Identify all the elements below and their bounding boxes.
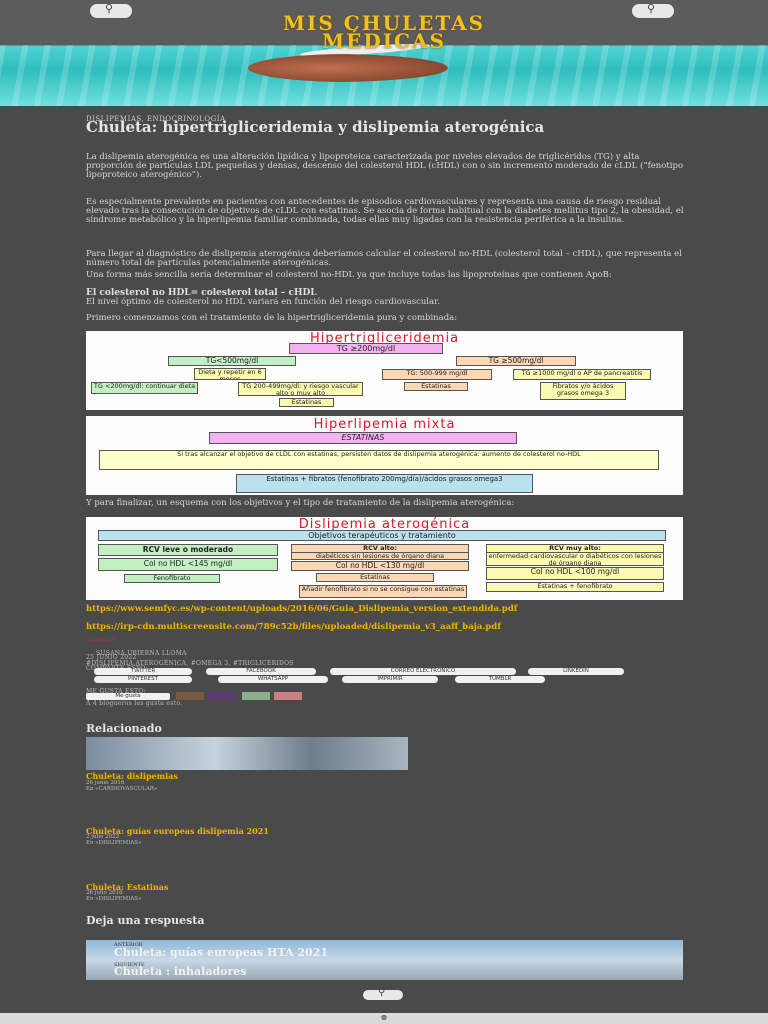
diagram2-combo: Estatinas + fibratos (fenofibrato 200mg/… [236,474,533,493]
paragraph-6: Primero comenzamos con el tratamiento de… [86,313,458,323]
post-date: 25 JUNIO 2022 [86,654,137,661]
paragraph-2: Es especialmente prevalente en pacientes… [86,197,684,225]
share-twitter-button[interactable]: TWITTER [94,668,192,675]
share-linkedin-button[interactable]: LINKEDIN [528,668,624,675]
post-categories[interactable]: DISLIPEMIAS, ENDOCRINOLOGÍA [86,115,226,123]
header-search-button-right[interactable]: ⚲ [632,2,674,18]
liker-avatar-1[interactable] [176,692,204,700]
diagram3-rcv-low-tx: Fenofibrato [124,574,220,583]
diagram3-rcv-vhigh-tx: Estatinas + fenofibrato [486,582,664,592]
atherogenic-dyslipemia-diagram: Dislipemia aterogénica Objetivos terapéu… [86,517,683,600]
site-title[interactable]: MIS CHULETAS MÉDICAS [0,11,768,53]
diagram1-tg-lt500: TG<500mg/dl [168,356,296,366]
diagram3-rcv-vhigh-target: Col no HDL <100 mg/dl [486,567,664,580]
related-link-1[interactable]: Chuleta: dislipemias [86,771,178,781]
liker-avatar-4[interactable] [274,692,302,700]
wordpress-icon[interactable]: ⊗ [380,1013,388,1022]
diagram1-tg-ge500: TG ≥500mg/dl [456,356,576,366]
diagram1-root: TG ≥200mg/dl [289,343,443,354]
site-header: ⚲ ⚲ MIS CHULETAS MÉDICAS [0,0,768,106]
share-print-button[interactable]: IMPRIMIR [342,676,438,683]
related-heading: Relacionado [86,722,162,735]
post-tags[interactable]: #DISLIPEMIA ATEROGÉNICA, #OMEGA 3, #TRIG… [86,660,294,667]
diagram1-statins-2: Estatinas [404,382,468,391]
liker-avatar-2[interactable] [208,692,236,700]
diagram3-rcv-high-tx: Estatinas [316,573,434,582]
diagram2-title: Hiperlipemia mixta [313,417,456,432]
related-link-3[interactable]: Chuleta: Estatinas [86,882,169,892]
diagram1-tg-200-499: TG 200-499mg/dl: y riesgo vascular alto … [238,382,363,396]
diagram3-rcv-high-desc: diabéticos sin lesiones de órgano diana [291,552,469,560]
nav-next-label: SIGUIENTE [114,962,145,968]
nav-prev-label: ANTERIOR [114,942,143,948]
diagram3-rcv-vhigh-desc: enfermedad cardiovascular o diabéticos c… [486,552,664,566]
diagram1-tg-lt200: TG <200mg/dl: continuar dieta [91,382,198,394]
diagram1-tg-500-999: TG: 500-999 mg/dl [382,369,492,380]
share-pinterest-button[interactable]: PINTEREST [94,676,192,683]
diagram2-statins: ESTATINAS [209,432,517,444]
diagram3-rcv-low: RCV leve o moderado [98,544,278,556]
likes-label: ME GUSTA ESTO: [86,688,146,695]
site-title-line2: MÉDICAS [322,29,446,53]
hypertriglyceridemia-diagram: Hipertrigliceridemia TG ≥200mg/dl TG<500… [86,331,683,410]
post-navigation: ANTERIOR Chuleta: guías europeas HTA 202… [86,940,683,980]
related-cat-2: En «DISLIPEMIAS» [86,840,142,846]
diagram1-fibrates: Fibratos y/o ácidos grasos omega 3 [540,382,626,400]
reply-heading: Deja una respuesta [86,914,205,927]
search-icon: ⚲ [105,2,114,15]
diagram3-title: Dislipemia aterogénica [298,517,471,532]
like-button[interactable]: Me gusta [86,693,170,700]
header-swimming-pig-image [248,54,448,82]
share-whatsapp-button[interactable]: WHATSAPP [218,676,328,683]
header-search-button-left[interactable]: ⚲ [90,2,132,18]
mixed-hyperlipemia-diagram: Hiperlipemia mixta ESTATINAS Si tras alc… [86,416,683,495]
formula-heading: El colesterol no HDL= colesterol total –… [86,288,317,298]
likes-count-text: A 4 blogueros les gusta esto. [86,700,183,707]
nav-prev-link[interactable]: Chuleta: guías europeas HTA 2021 [114,946,328,959]
site-title-line1: MIS CHULETAS [282,11,486,35]
related-date-3: 26 julio 2016 [86,890,123,896]
search-icon: ⚲ [647,2,656,15]
nav-next-link[interactable]: Chuleta : inhaladores [114,965,247,978]
footer-search-button[interactable]: ⚲ [363,987,403,1000]
paragraph-4: Una forma más sencilla sería determinar … [86,270,612,280]
diagram1-diet: Dieta y repetir en 6 meses [194,368,266,380]
paragraph-7: Y para finalizar, un esquema con los obj… [86,498,515,508]
search-icon: ⚲ [378,987,386,998]
liker-avatar-3[interactable] [242,692,270,700]
related-date-2: 2 julio 2022 [86,834,120,840]
paragraph-5: El nivel óptimo de colesterol no HDL var… [86,297,440,307]
share-tumblr-button[interactable]: TUMBLR [455,676,545,683]
diagram1-title: Hipertrigliceridemia [309,331,460,346]
related-date-1: 26 junio 2016 [86,780,125,786]
related-link-2[interactable]: Chuleta: guías europeas dislipemia 2021 [86,826,269,836]
post-title: Chuleta: hipertrigliceridemia y dislipem… [86,118,545,136]
share-email-button[interactable]: CORREO ELECTRÓNICO [330,668,516,675]
reference-link-1[interactable]: https://www.semfyc.es/wp-content/uploads… [86,604,518,614]
share-facebook-button[interactable]: FACEBOOK [206,668,316,675]
paragraph-3: Para llegar al diagnóstico de dislipemia… [86,249,682,268]
diagram2-condition: Si tras alcanzar el objetivo de cLDL con… [99,450,659,470]
post-author[interactable]: SUSANA UBIERNA LLOMA [96,650,187,657]
diagram3-objectives: Objetivos terapéuticos y tratamiento [98,530,666,541]
related-cat-3: En «DISLIPEMIAS» [86,896,142,902]
diagram3-rcv-high-tx2: Añadir fenofibrato si no se consigue con… [299,585,467,598]
diagram1-statins: Estatinas [279,398,334,407]
site-footer: ⊗ [0,1013,768,1024]
related-image-car[interactable] [86,737,408,770]
diagram3-rcv-high-target: Col no HDL <130 mg/dl [291,561,469,571]
diagram1-tg-ge1000: TG ≥1000 mg/dl o AP de pancreatitis [513,369,651,380]
ads-label: Anuncios [86,636,117,643]
related-cat-1: En «CARDIOVASCULAR» [86,786,158,792]
paragraph-1: La dislipemia aterogénica es una alterac… [86,152,684,180]
diagram3-rcv-low-target: Col no HDL <145 mg/dl [98,558,278,571]
reference-link-2[interactable]: https://irp-cdn.multiscreensite.com/789c… [86,622,501,632]
